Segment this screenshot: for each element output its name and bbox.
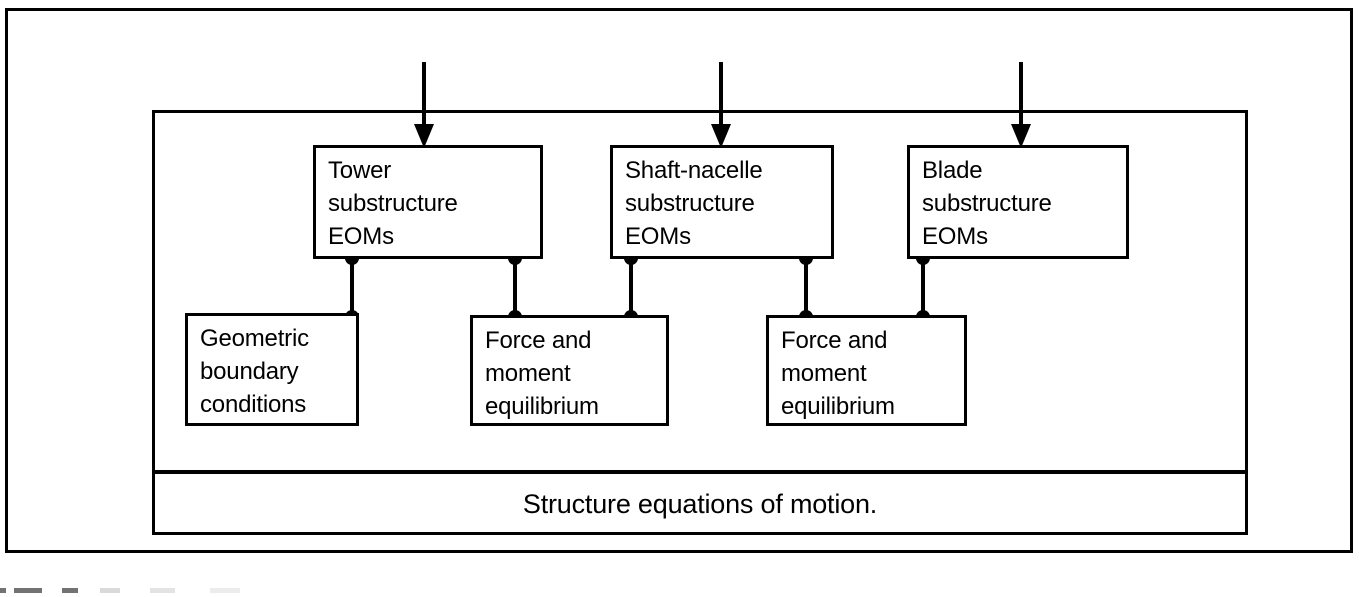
caption-structure-equations-of-motion: Structure equations of motion. [522, 489, 878, 519]
box-shaft-nacelle-substructure-eoms[interactable]: Shaft-nacelle substructure EOMs [610, 145, 834, 259]
scan-artifact-strip [0, 588, 1359, 593]
box-geometric-boundary-conditions[interactable]: Geometric boundary conditions [185, 313, 359, 426]
outer-border [5, 8, 1353, 553]
caption-separator-line [152, 470, 1248, 474]
box-blade-substructure-eoms[interactable]: Blade substructure EOMs [907, 145, 1129, 259]
arrow-into-blade [1011, 62, 1031, 148]
box-tower-substructure-eoms[interactable]: Tower substructure EOMs [313, 145, 543, 259]
box-force-and-moment-equilibrium-2[interactable]: Force and moment equilibrium [766, 315, 967, 426]
box-force-and-moment-equilibrium-1[interactable]: Force and moment equilibrium [470, 315, 669, 426]
arrow-into-tower [414, 62, 434, 148]
structure-module-frame [152, 110, 1248, 535]
arrow-into-shaft-nacelle [711, 62, 731, 148]
